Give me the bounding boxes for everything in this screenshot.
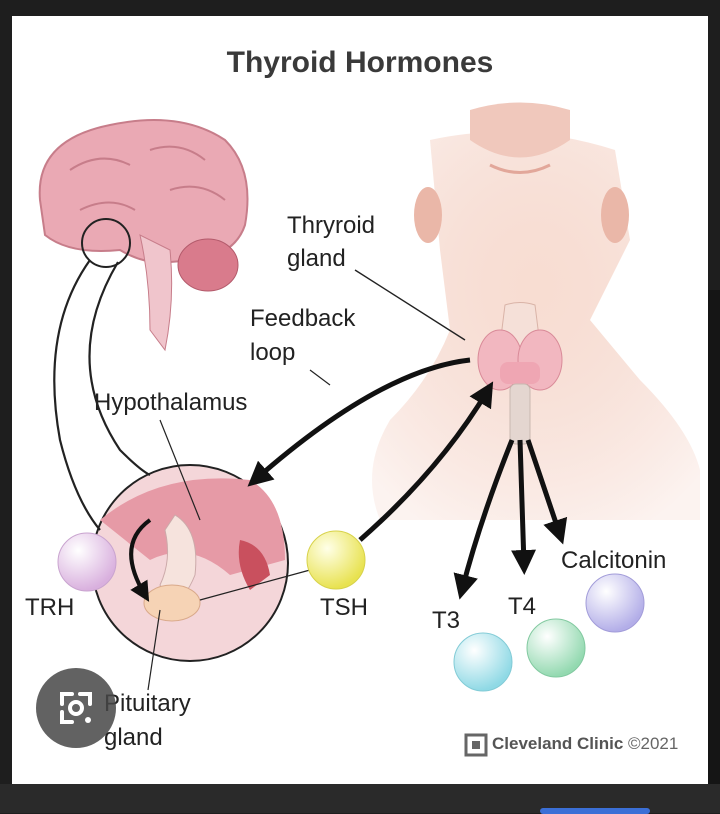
copyright: ©2021 — [628, 734, 679, 753]
pituitary-gland-label-line1: Pituitary — [104, 690, 191, 717]
google-lens-icon — [60, 692, 92, 724]
hypothalamus-label: Hypothalamus — [94, 389, 248, 416]
thyroid-gland-label-line2: gland — [287, 245, 346, 272]
cleveland-clinic-logo-icon — [464, 733, 488, 757]
t4-label: T4 — [508, 593, 537, 620]
pituitary-gland-label-line2: gland — [104, 724, 163, 751]
feedback-loop-label-line2: loop — [250, 339, 296, 366]
feedback-loop-label-line1: Feedback — [250, 305, 356, 332]
calcitonin-molecule — [585, 573, 645, 633]
calcitonin-label: Calcitonin — [561, 547, 667, 574]
t3-label: T3 — [432, 607, 461, 634]
right-edge-strip — [708, 290, 720, 784]
page-title: Thyroid Hormones — [226, 46, 494, 79]
tsh-label: TSH — [320, 594, 368, 621]
tsh-molecule — [306, 530, 366, 590]
trh-label: TRH — [25, 594, 75, 621]
magnified-hypothalamus — [91, 464, 289, 662]
t3-molecule — [453, 632, 513, 692]
t4-molecule — [526, 618, 586, 678]
thyroid-gland — [477, 302, 563, 445]
bottom-indicator — [540, 808, 650, 814]
google-lens-button[interactable] — [36, 668, 116, 748]
thyroid-gland-label-line1: Thryroid — [287, 212, 376, 239]
brain — [38, 119, 249, 352]
brand-name: Cleveland Clinic — [492, 734, 624, 753]
trh-molecule — [57, 532, 117, 592]
